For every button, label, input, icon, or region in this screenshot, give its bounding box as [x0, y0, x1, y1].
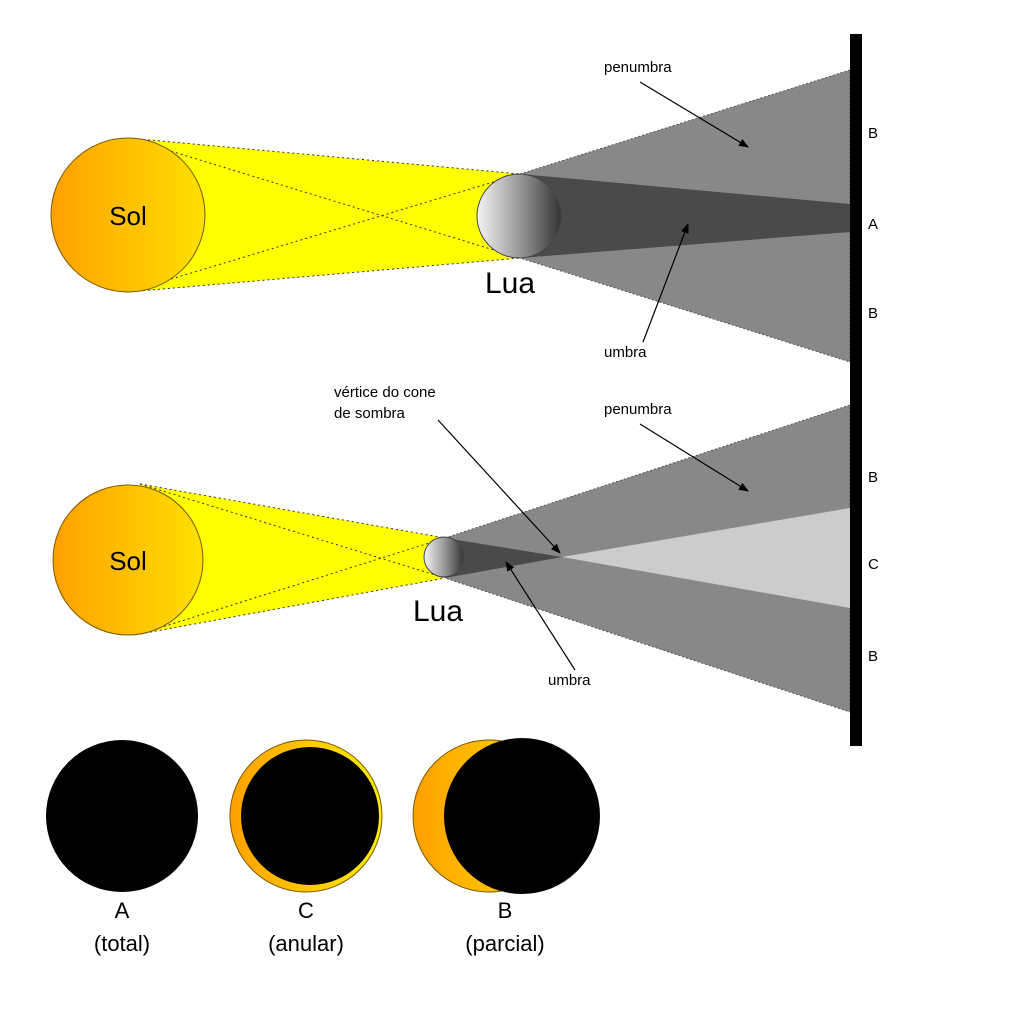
- penumbra-pointer-arrow: [639, 423, 749, 492]
- umbra-region: [445, 538, 562, 578]
- moon-label: Lua: [485, 267, 535, 300]
- view-caption: (parcial): [465, 931, 544, 956]
- penumbra-label: penumbra: [604, 401, 672, 418]
- total-eclipse-disk: [46, 740, 198, 892]
- vertex-label-line2: de sombra: [334, 405, 406, 422]
- view-caption: (anular): [268, 931, 344, 956]
- moon-disk: [241, 747, 379, 885]
- penumbra-pointer-arrow: [639, 81, 749, 148]
- view-letter: B: [498, 898, 513, 923]
- zone-label-bottom-b: B: [868, 305, 878, 322]
- moon-label: Lua: [413, 595, 463, 628]
- zone-label-c: C: [868, 556, 879, 573]
- sun-label: Sol: [109, 201, 147, 231]
- moon: [423, 536, 465, 578]
- vertex-pointer-arrow: [437, 419, 561, 554]
- light-cone: [140, 484, 445, 634]
- annular-eclipse-diagram: Sol Lua vértice do cone de sombra penumb…: [52, 384, 851, 713]
- sun: [50, 137, 206, 293]
- light-cone: [128, 138, 520, 292]
- view-letter: A: [115, 898, 130, 923]
- zone-label-bottom-b-2: B: [868, 648, 878, 665]
- eclipse-view-annular: C (anular): [229, 739, 383, 956]
- moon-disk: [444, 738, 600, 894]
- eclipse-view-total: A (total): [46, 740, 198, 956]
- vertex-label-line1: vértice do cone: [334, 384, 436, 401]
- total-eclipse-diagram: Sol Lua penumbra umbra: [50, 59, 851, 363]
- penumbra-label: penumbra: [604, 59, 672, 76]
- sun: [52, 484, 204, 636]
- view-caption: (total): [94, 931, 150, 956]
- zone-label-a: A: [868, 216, 878, 233]
- zone-label-top-b: B: [868, 125, 878, 142]
- view-letter: C: [298, 898, 314, 923]
- moon: [476, 173, 562, 259]
- sun-label: Sol: [109, 546, 147, 576]
- umbra-label: umbra: [548, 672, 591, 689]
- light-rays: [139, 483, 446, 635]
- eclipse-view-partial: B (parcial): [412, 738, 600, 956]
- umbra-pointer-arrow: [505, 561, 576, 671]
- zone-label-top-b-2: B: [868, 469, 878, 486]
- umbra-region: [520, 174, 850, 258]
- projection-screen: [850, 34, 862, 746]
- umbra-pointer-arrow: [642, 223, 689, 343]
- antumbra-region: [562, 508, 850, 608]
- vertex-label: vértice do cone de sombra: [334, 384, 440, 422]
- light-rays: [127, 137, 521, 293]
- umbra-label: umbra: [604, 344, 647, 361]
